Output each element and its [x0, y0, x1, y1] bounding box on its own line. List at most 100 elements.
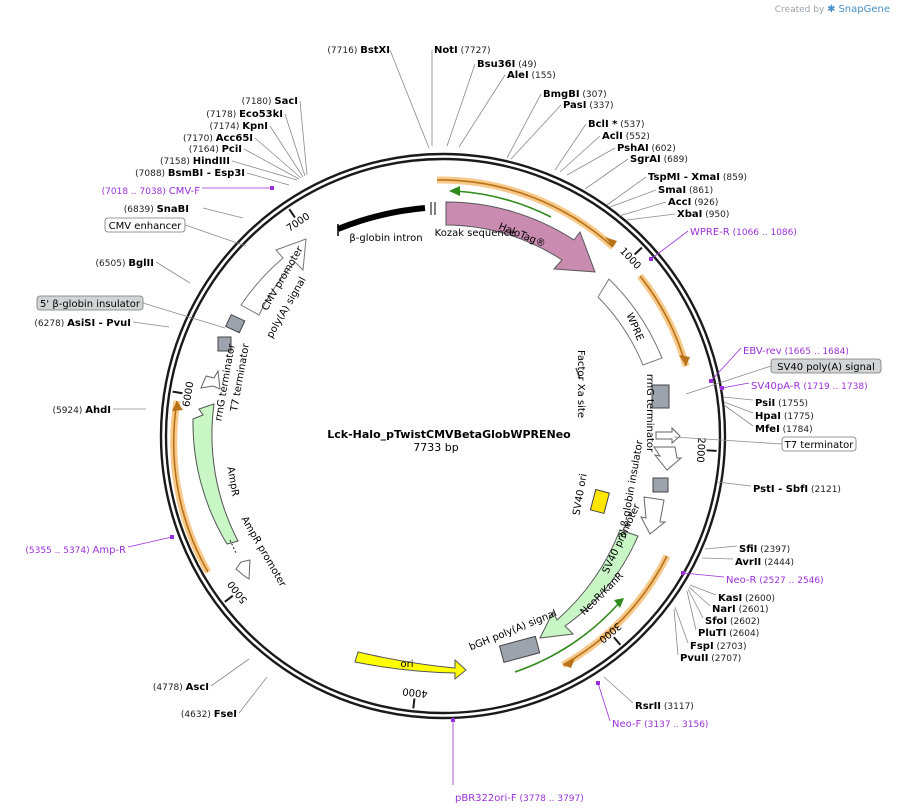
- site-bmgbi[interactable]: BmgBI (307): [543, 89, 607, 100]
- primer-ebv-rev[interactable]: EBV-rev (1665 .. 1684): [743, 346, 849, 357]
- box-cmv-enhancer[interactable]: [104, 217, 186, 233]
- tick-label-5: 5000: [226, 578, 250, 605]
- site-acc65i[interactable]: (7170) Acc65I: [183, 133, 253, 144]
- primer-labels: (7018 .. 7038) CMV-F WPRE-R (1066 .. 1086…: [25, 186, 868, 804]
- site-eco53ki[interactable]: (7178) Eco53kI: [206, 109, 283, 120]
- leader-bsu36i: [446, 63, 476, 147]
- site-acci[interactable]: AccI (926): [668, 197, 718, 208]
- globin-insulator-3-block: [652, 477, 669, 493]
- site-noti[interactable]: NotI (7727): [434, 45, 491, 56]
- leader-bsmbi: [246, 172, 290, 186]
- box-label-t7-terminator-box: T7 terminator: [784, 440, 855, 451]
- neor-kanr-feature[interactable]: [539, 529, 639, 639]
- site-pvuii[interactable]: PvuII (2707): [680, 653, 741, 664]
- site-ahdi[interactable]: (5924) AhdI: [52, 405, 111, 416]
- site-asci[interactable]: (4778) AscI: [153, 682, 209, 693]
- primer-amp-r[interactable]: (5355 .. 5374) Amp-R: [25, 545, 126, 556]
- ori-feature[interactable]: [354, 651, 467, 681]
- wpre-feature[interactable]: [597, 278, 663, 366]
- site-pcii[interactable]: (7164) PciI: [189, 144, 242, 155]
- site-bsmbi[interactable]: (7088) BsmBI - Esp3I: [135, 168, 245, 179]
- site-psii[interactable]: PsiI (1755): [755, 398, 808, 409]
- leader-fspi: [674, 606, 689, 644]
- primer-site-neo-r: [681, 571, 685, 575]
- leader-bcli: [554, 123, 587, 171]
- leader-pluti: [686, 590, 697, 631]
- site-kasi[interactable]: KasI (2600): [718, 593, 775, 604]
- leader-pasi: [510, 104, 562, 160]
- box-t7-terminator-box[interactable]: [781, 436, 857, 452]
- leader-asci: [210, 658, 250, 687]
- site-sfoi[interactable]: SfoI (2602): [705, 616, 760, 627]
- primer-sv40pa-r[interactable]: SV40pA-R (1719 .. 1738): [751, 381, 868, 392]
- leader-hpai: [723, 401, 754, 414]
- tick-mark-7: [288, 208, 296, 219]
- primer-wpre-r[interactable]: WPRE-R (1066 .. 1086): [690, 227, 797, 238]
- site-rsrii[interactable]: RsrII (3117): [635, 701, 694, 712]
- primer-band-amp: [172, 400, 209, 573]
- site-sfii[interactable]: SfiI (2397): [739, 544, 790, 555]
- site-smai[interactable]: SmaI (861): [658, 185, 713, 196]
- site-fspi[interactable]: FspI (2703): [690, 641, 746, 652]
- leader-neo-f: [597, 682, 611, 722]
- site-bstxi[interactable]: (7716) BstXI: [327, 45, 390, 56]
- site-pasi[interactable]: PasI (337): [563, 100, 614, 111]
- leader-globin-insulator: [142, 302, 226, 329]
- halotag-feature[interactable]: [445, 201, 596, 273]
- site-pshai[interactable]: PshAI (602): [617, 143, 676, 154]
- leader-eco53ki: [284, 113, 306, 177]
- tick-mark-3: [613, 636, 622, 646]
- snapgene-credit: Created by ✱ SnapGene: [775, 4, 890, 15]
- leader-acli: [559, 135, 601, 173]
- leader-snabi: [202, 207, 244, 219]
- leader-kpni: [269, 125, 304, 178]
- neor-green-arrow: [514, 601, 621, 673]
- site-asisi[interactable]: (6278) AsiSI - PvuI: [34, 318, 131, 329]
- leader-sacI: [299, 100, 308, 176]
- site-xbai[interactable]: XbaI (950): [677, 209, 729, 220]
- site-alei[interactable]: AleI (155): [507, 70, 556, 81]
- box-sv40-polya-box[interactable]: [770, 358, 882, 374]
- tick-mark-2: [706, 449, 717, 452]
- box-label-globin-insulator: 5' β-globin insulator: [40, 299, 141, 310]
- site-hindiii[interactable]: (7158) HindIII: [160, 156, 230, 167]
- rrng-terminator-left: [217, 336, 232, 352]
- site-avrii[interactable]: AvrII (2444): [735, 557, 794, 568]
- site-bsu36i[interactable]: Bsu36I (49): [477, 59, 537, 70]
- tick-label-3: 3000: [596, 620, 623, 645]
- site-nari[interactable]: NarI (2601): [712, 604, 769, 615]
- primer-neo-f[interactable]: Neo-F (3137 .. 3156): [612, 719, 708, 730]
- leader-bmgbi: [506, 93, 542, 159]
- label-ampr: AmpR: [224, 466, 240, 497]
- site-mfei[interactable]: MfeI (1784): [755, 424, 813, 435]
- leader-amp-r: [127, 536, 173, 548]
- leader-cmv-enhancer: [184, 224, 247, 247]
- site-fsei[interactable]: (4632) FseI: [181, 709, 237, 720]
- site-bcli[interactable]: BclI * (537): [588, 119, 644, 130]
- site-psti[interactable]: PstI - SbfI (2121): [753, 484, 841, 495]
- site-snabi[interactable]: (6839) SnaBI: [124, 204, 189, 215]
- leader-sv40pa-r: [721, 382, 750, 389]
- primer-pbr322ori-f[interactable]: pBR322ori-F (3778 .. 3797): [455, 793, 584, 804]
- sv40-ori-block: [589, 488, 610, 515]
- site-kpni[interactable]: (7174) KpnI: [209, 121, 268, 132]
- site-pluti[interactable]: PluTI (2604): [698, 628, 759, 639]
- tick-label-4: 4000: [402, 685, 428, 699]
- site-tspmi[interactable]: TspMI - XmaI (859): [648, 172, 747, 183]
- neor-green-arrowhead: [614, 598, 624, 608]
- halotag-green-arrow: [454, 190, 552, 218]
- ampr-feature[interactable]: [192, 403, 239, 545]
- site-hpai[interactable]: HpaI (1775): [755, 411, 814, 422]
- label-rrng-terminator-r: rrnG terminator: [644, 374, 655, 453]
- cmv-promoter-arrow[interactable]: [240, 238, 307, 316]
- site-bglii[interactable]: (6505) BglII: [96, 258, 154, 269]
- site-sacI[interactable]: (7180) SacI: [242, 96, 298, 107]
- leader-lines: [113, 49, 783, 785]
- box-globin-insulator[interactable]: [36, 295, 144, 311]
- primer-site-sv40pa-r: [720, 386, 724, 390]
- site-acli[interactable]: AclI (552): [602, 131, 650, 142]
- primer-cmv-f[interactable]: (7018 .. 7038) CMV-F: [102, 186, 201, 197]
- primer-neo-r[interactable]: Neo-R (2527 .. 2546): [726, 575, 824, 586]
- site-sgrai[interactable]: SgrAI (689): [630, 154, 688, 165]
